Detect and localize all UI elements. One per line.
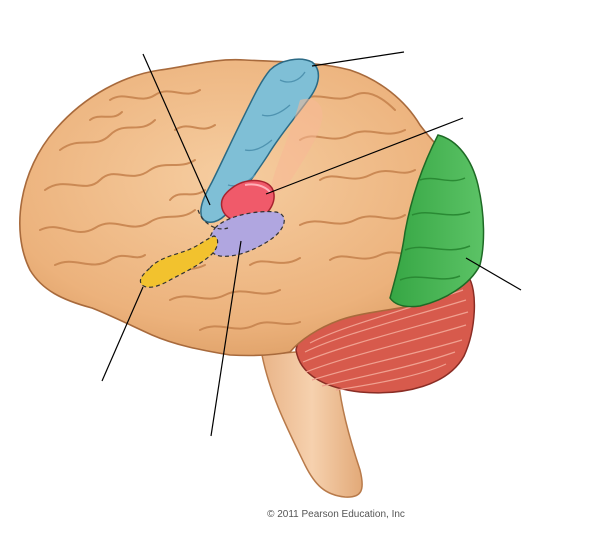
copyright-text: © 2011 Pearson Education, Inc [267,509,405,520]
leader-line [311,51,405,67]
leader-line [465,257,522,291]
leader-line [210,240,242,437]
leader-lines [101,51,522,437]
visual-area [389,134,485,308]
speech-area [139,235,219,288]
leader-line [101,286,144,382]
sensory-strip [271,98,323,192]
copyright-notice: © 2011 Pearson Education, Inc [0,509,602,520]
leader-line [142,53,211,206]
leader-line [265,117,464,195]
